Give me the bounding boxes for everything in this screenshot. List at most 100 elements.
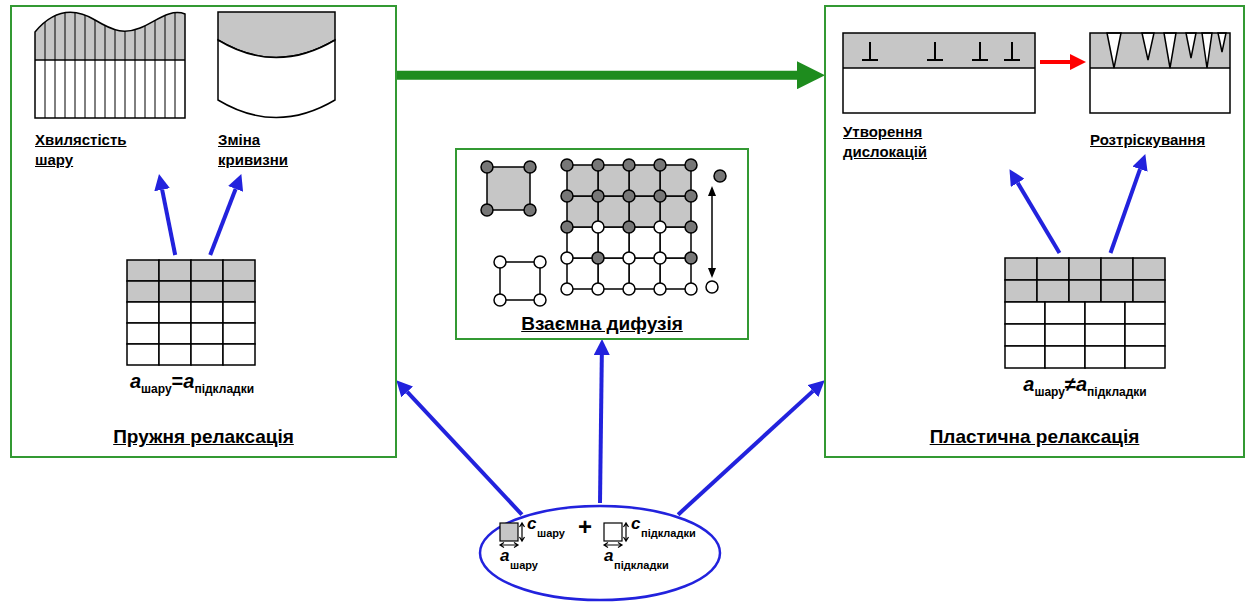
lattice-cell: [1101, 280, 1133, 302]
connector-arrow: [210, 189, 235, 255]
materials-ellipse: cшаруaшару+cпідкладкиaпідкладки: [478, 503, 722, 603]
layer-cell: [487, 167, 530, 210]
arrow-head: [708, 186, 716, 196]
lattice-line: [135, 0, 136, 118]
connector-arrow: [407, 392, 522, 515]
layer-atom: [685, 159, 697, 171]
figure-caption: Зміна кривизни: [218, 130, 308, 170]
substrate-atom: [654, 221, 666, 233]
lattice-cell: [127, 281, 159, 302]
figure-caption-node: Утворення дислокацій: [840, 30, 1040, 170]
lattice-cell: [1005, 280, 1037, 302]
substrate-atom: [706, 281, 718, 293]
lattice-cell: [1101, 258, 1133, 280]
layer-atom: [654, 190, 666, 202]
formula-line: aшару=aпідкладки: [122, 370, 262, 396]
layer: [1090, 33, 1230, 68]
lattice-cell: [1037, 280, 1069, 302]
lattice-cell: [1085, 324, 1125, 346]
substrate-atom: [592, 221, 604, 233]
diffusion-figure: [481, 159, 726, 306]
substrate-atom: [592, 283, 604, 295]
lattice-cell: [1133, 258, 1165, 280]
parameter-label: +: [578, 515, 592, 539]
layer-atom: [481, 204, 493, 216]
substrate-atom: [534, 294, 546, 306]
parameter-label: c: [527, 515, 536, 532]
lattice-figure: [1005, 258, 1165, 368]
figure-caption: Утворення дислокацій: [843, 122, 953, 162]
lattice-cell: [1005, 346, 1045, 368]
lattice-line: [65, 0, 66, 118]
unit-cell: [604, 523, 622, 541]
layer-atom: [481, 161, 493, 173]
substrate-atom: [623, 283, 635, 295]
lattice-cell: [191, 281, 223, 302]
layer-atom: [561, 159, 573, 171]
sample-outline: [1090, 33, 1230, 113]
layer-atom: [623, 159, 635, 171]
connector-arrow: [1111, 169, 1141, 253]
panel-title: Взаємна дифузія: [457, 312, 747, 336]
wavy-outline: [35, 12, 185, 118]
parameter-label: шару: [510, 560, 538, 571]
lattice-cell: [1085, 302, 1125, 324]
substrate-atom: [685, 283, 697, 295]
layer-atom: [592, 190, 604, 202]
lattice-line: [95, 0, 96, 118]
lattice-lines: [45, 0, 175, 118]
lattice-cell: [1037, 258, 1069, 280]
lattice-line: [75, 0, 76, 118]
figure-caption: Хвилястість шару: [35, 130, 147, 170]
lattice-cell: [159, 344, 191, 365]
lattice-cell: [1005, 258, 1037, 280]
lattice-figure: [127, 260, 255, 365]
layer-atom: [592, 252, 604, 264]
substrate-atom: [623, 252, 635, 264]
substrate-atom: [561, 283, 573, 295]
lattice-line: [175, 0, 176, 118]
category-panel: Хвилястість шару Зміна кривизни aшару=aпід…: [10, 5, 397, 458]
lattice-cell: [1069, 258, 1101, 280]
lattice-cell: [159, 323, 191, 344]
category-panel: Взаємна дифузія: [455, 148, 749, 340]
layer-atom: [561, 221, 573, 233]
parameter-label: a: [500, 547, 509, 564]
lattice-line: [145, 0, 146, 118]
connector-arrow: [397, 71, 797, 80]
lattice-cell: [1045, 346, 1085, 368]
parameter-label: c: [631, 515, 640, 532]
figure-caption-node: Хвилястість шару: [30, 10, 200, 175]
formula-part: =: [172, 370, 184, 392]
substrate-cell: [500, 262, 540, 300]
formula-part: шару: [141, 382, 172, 396]
parameter-label: a: [604, 547, 613, 564]
curved-substrate: [218, 40, 335, 118]
lattice-cell: [159, 302, 191, 323]
lattice-cell: [127, 323, 159, 344]
lattice-line: [45, 0, 46, 118]
sample-outline: [843, 33, 1035, 113]
layer-atom: [524, 204, 536, 216]
interface-line: [35, 59, 185, 61]
curvature-figure: [218, 12, 335, 118]
cracks: [1107, 33, 1226, 68]
layer-atom: [524, 161, 536, 173]
lattice-line: [165, 0, 166, 118]
lattice-cell: [159, 260, 191, 281]
parameter-label: підкладки: [614, 560, 669, 571]
connector-arrow: [1018, 183, 1060, 253]
lattice-cell: [127, 302, 159, 323]
layer-atom: [685, 221, 697, 233]
layer-atom: [685, 190, 697, 202]
layer-atom: [654, 159, 666, 171]
wavy-layer: [35, 12, 185, 60]
lattice-cell: [127, 344, 159, 365]
layer-atom: [561, 190, 573, 202]
lattice-cell: [223, 344, 255, 365]
ellipse-outline: [478, 503, 722, 603]
arrow-head: [708, 268, 716, 278]
lattice-cell: [1005, 324, 1045, 346]
lattice-cell: [1125, 324, 1165, 346]
connector-arrow: [600, 355, 602, 503]
